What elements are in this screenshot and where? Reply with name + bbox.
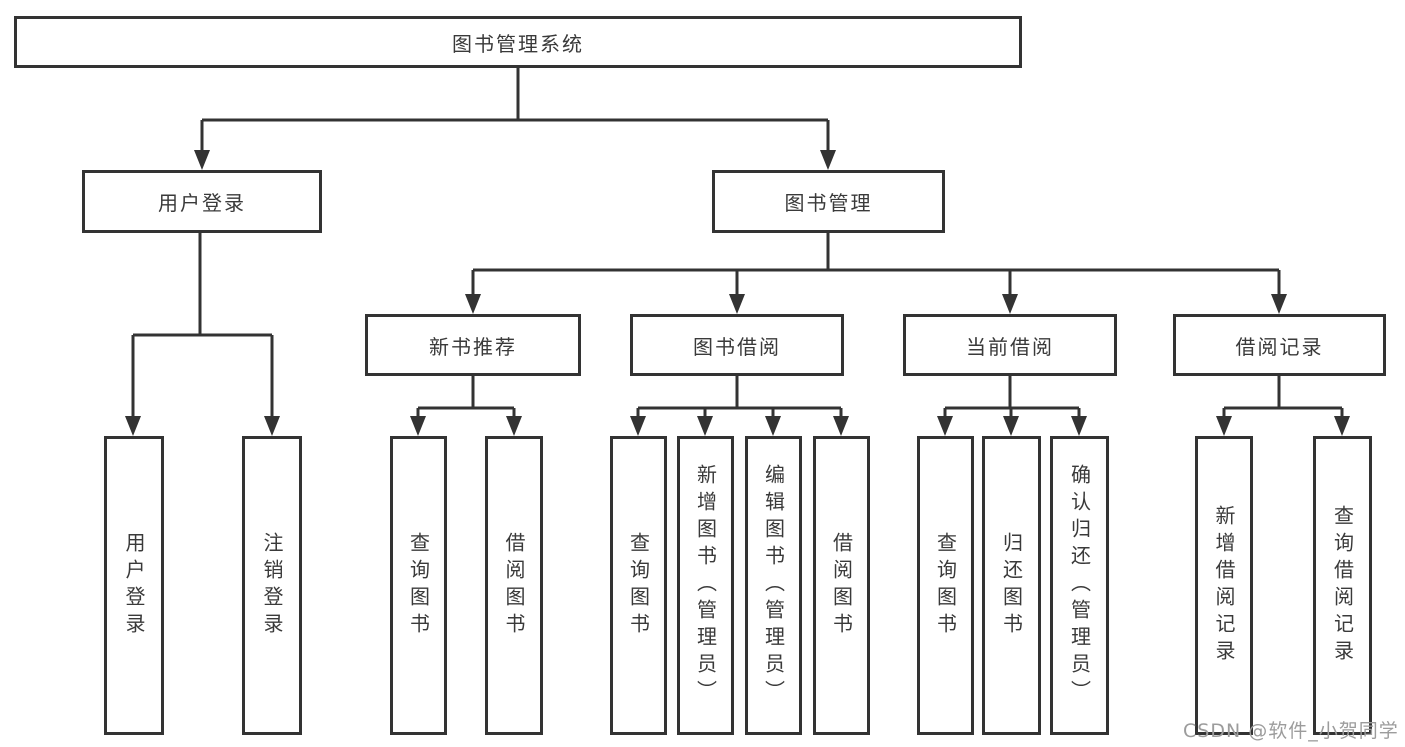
connector-book-management-children bbox=[471, 233, 1281, 296]
node-user-login: 用户登录 bbox=[82, 170, 322, 233]
connector-book-borrowing-children bbox=[636, 376, 843, 418]
csdn-watermark: CSDN @软件_小贺同学 bbox=[1183, 720, 1399, 742]
arrowhead-cb-confirm-return bbox=[1071, 416, 1087, 436]
node-borrowing-records: 借阅记录 bbox=[1173, 314, 1386, 376]
arrowhead-user-login bbox=[194, 150, 210, 170]
node-book-management: 图书管理 bbox=[712, 170, 945, 233]
leaf-cb-query-books: 查询图书 bbox=[917, 436, 974, 735]
leaf-bb-edit-books-admin: 编辑图书（管理员） bbox=[745, 436, 802, 735]
leaf-bb-query-books: 查询图书 bbox=[610, 436, 667, 735]
arrowhead-bb-edit-books bbox=[765, 416, 781, 436]
leaf-cb-confirm-return-admin: 确认归还（管理员） bbox=[1050, 436, 1109, 735]
connector-user-login-children bbox=[131, 233, 274, 418]
leaf-cb-return-books: 归还图书 bbox=[982, 436, 1041, 735]
arrowhead-nb-borrow-books bbox=[506, 416, 522, 436]
leaf-br-query-borrow-record: 查询借阅记录 bbox=[1313, 436, 1372, 735]
arrowhead-br-add-record bbox=[1216, 416, 1232, 436]
connector-current-borrowing-children bbox=[943, 376, 1081, 418]
arrowhead-borrowing-records bbox=[1271, 294, 1287, 314]
arrowhead-cb-return-books bbox=[1003, 416, 1019, 436]
leaf-bb-add-books-admin: 新增图书（管理员） bbox=[677, 436, 734, 735]
arrowhead-bb-borrow-books bbox=[833, 416, 849, 436]
arrowhead-leaf-user-login bbox=[125, 416, 141, 436]
node-current-borrowing: 当前借阅 bbox=[903, 314, 1117, 376]
node-root-system-title: 图书管理系统 bbox=[14, 16, 1022, 68]
leaf-nb-query-books: 查询图书 bbox=[390, 436, 447, 735]
arrowhead-book-management bbox=[820, 150, 836, 170]
arrowhead-nb-query-books bbox=[410, 416, 426, 436]
arrowhead-br-query-record bbox=[1334, 416, 1350, 436]
arrowhead-leaf-logout bbox=[264, 416, 280, 436]
arrowhead-book-borrowing bbox=[729, 294, 745, 314]
arrowhead-current-borrowing bbox=[1002, 294, 1018, 314]
arrowhead-new-book-recommend bbox=[465, 294, 481, 314]
arrowhead-cb-query-books bbox=[937, 416, 953, 436]
node-new-book-recommend: 新书推荐 bbox=[365, 314, 581, 376]
connector-root-to-level2 bbox=[200, 68, 830, 152]
node-book-borrowing: 图书借阅 bbox=[630, 314, 844, 376]
leaf-logout: 注销登录 bbox=[242, 436, 302, 735]
leaf-user-login: 用户登录 bbox=[104, 436, 164, 735]
leaf-bb-borrow-books: 借阅图书 bbox=[813, 436, 870, 735]
connector-new-book-children bbox=[416, 376, 516, 418]
arrowhead-bb-add-books bbox=[697, 416, 713, 436]
leaf-nb-borrow-books: 借阅图书 bbox=[485, 436, 543, 735]
connector-borrowing-records-children bbox=[1222, 376, 1344, 418]
arrowhead-bb-query-books bbox=[630, 416, 646, 436]
leaf-br-add-borrow-record: 新增借阅记录 bbox=[1195, 436, 1253, 735]
